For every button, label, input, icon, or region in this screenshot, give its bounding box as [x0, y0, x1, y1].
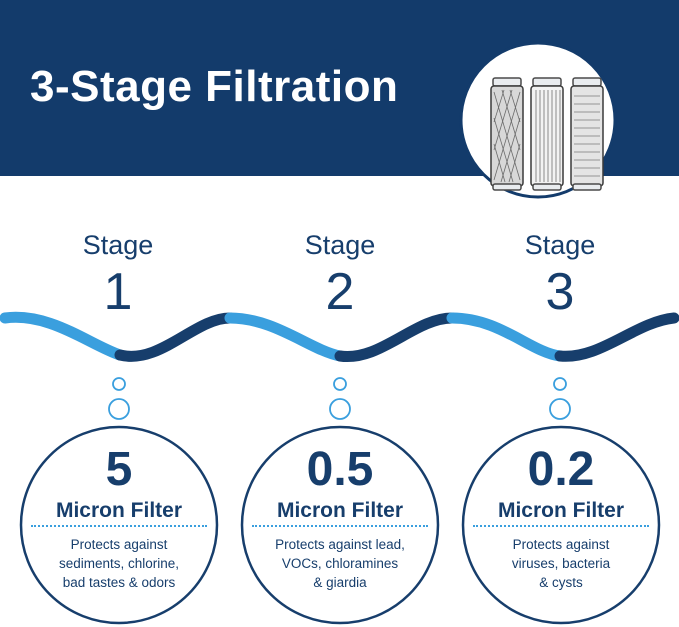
divider: [473, 525, 649, 527]
stage-1-number: 1: [103, 263, 133, 321]
water-wave: [0, 311, 679, 363]
page-title: 3-Stage Filtration: [30, 62, 399, 111]
stage-2-micron: 0.5: [306, 443, 374, 496]
stage-2-info: 0.5 Micron Filter Protects against lead,…: [240, 425, 440, 625]
stage-1-unit: Micron Filter: [55, 499, 182, 522]
stage-2-label: Stage: [304, 230, 376, 260]
cartridge-carbon-block-icon: [570, 77, 604, 191]
stage-1-label: Stage: [82, 230, 154, 260]
stage-2-description: Protects against lead,VOCs, chloramines&…: [275, 537, 405, 590]
divider: [31, 525, 207, 527]
stage-3-number: 3: [545, 263, 575, 321]
cartridge-pleated-icon: [530, 77, 564, 191]
stage-2-unit: Micron Filter: [276, 499, 403, 522]
stage-3-unit: Micron Filter: [497, 499, 624, 522]
stage-3-label: Stage: [524, 230, 596, 260]
filter-cartridges-icon: [459, 41, 617, 199]
stage-2-number: 2: [325, 263, 355, 321]
divider: [252, 525, 428, 527]
stage-3-micron: 0.2: [527, 443, 595, 496]
cartridge-carbon-icon: [490, 77, 524, 191]
bubbles: [108, 377, 571, 420]
stage-1-micron: 5: [105, 443, 133, 496]
